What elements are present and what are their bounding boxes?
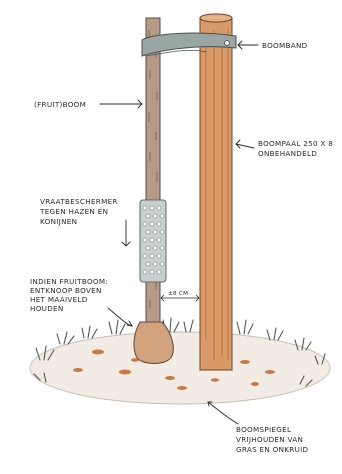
tree-mirror-ground [30,332,330,404]
label-guard-line3: KONIJNEN [40,217,77,226]
tree-stake [200,14,232,370]
label-mirror-line2: VRIJHOUDEN VAN [236,435,303,444]
label-mirror-line1: BOOMSPIEGEL [236,425,291,434]
label-graft-line2: ENTKNOOP BOVEN [30,286,102,295]
label-tree-band: BOOMBAND [262,41,307,50]
label-guard-line1: VRAATBESCHERMER [40,197,118,206]
label-graft-line3: HET MAAIVELD [30,295,88,304]
tree-guard [140,200,166,282]
label-fruit-tree: (FRUIT)BOOM [34,100,86,109]
label-stake-line2: ONBEHANDELD [258,149,317,158]
label-graft-line4: HOUDEN [30,304,64,313]
label-stake-line1: BOOMPAAL 250 X 8 [258,139,333,148]
tree-trunk [134,18,173,364]
label-mirror-line3: GRAS EN ONKRUID [236,445,308,454]
label-graft-line1: INDIEN FRUITBOOM: [30,277,108,286]
label-distance: ±8 CM [168,291,188,297]
label-guard-line2: TEGEN HAZEN EN [40,207,108,216]
